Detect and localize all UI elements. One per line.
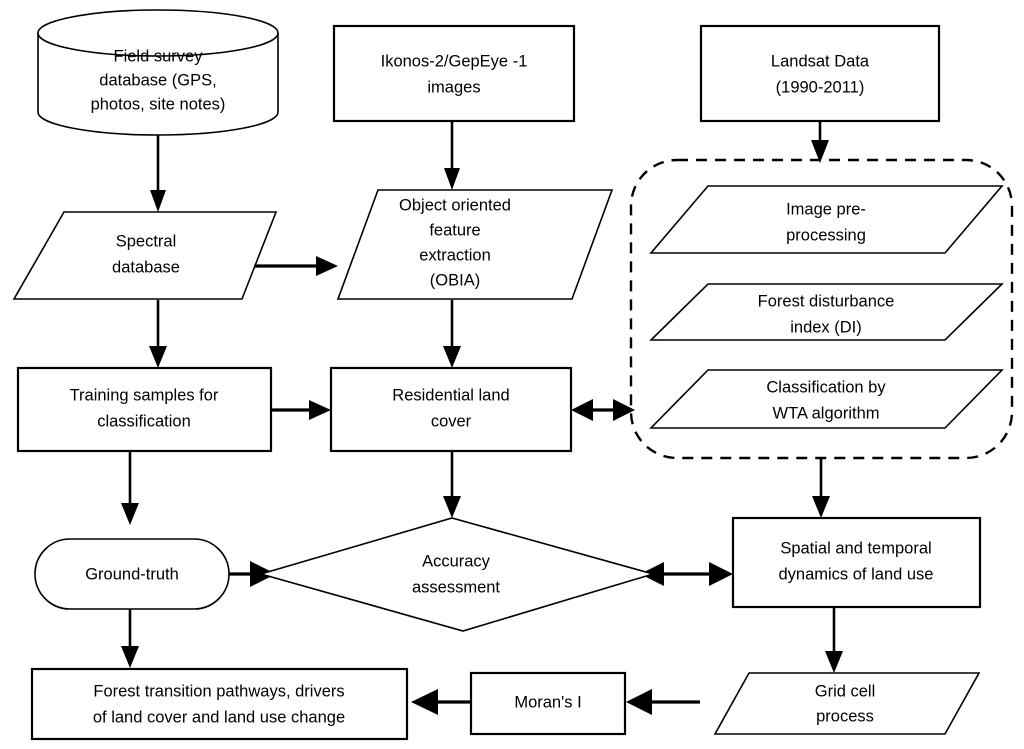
connector-processing-group-to-spatial-temporal-dynamics — [812, 458, 830, 518]
obia-parallelogram — [336, 189, 614, 300]
landsat-data-line-2: (1990-2011) — [776, 78, 865, 96]
connector-ikonos-to-obia — [444, 120, 460, 190]
connector-ground-truth-to-forest-transition-pathways — [121, 609, 139, 668]
node-landsat-data[interactable]: Landsat Data (1990-2011) — [699, 24, 941, 123]
image-preprocessing-line-1: Image pre- — [786, 200, 866, 218]
field-survey-database-line-3: photos, site notes) — [91, 95, 226, 113]
spectral-database-parallelogram — [12, 211, 278, 300]
training-samples-line-2: classification — [97, 412, 191, 430]
connector-spatial-temporal-dynamics-to-grid-cell-process — [825, 607, 843, 673]
landsat-data-box — [699, 24, 941, 123]
training-samples-box — [16, 366, 273, 453]
spectral-database-line-1: Spectral — [116, 232, 177, 250]
node-obia[interactable]: Object oriented feature extraction (OBIA… — [336, 189, 614, 300]
spatial-temporal-dynamics-line-2: dynamics of land use — [778, 565, 933, 583]
ikonos-images-box — [332, 24, 576, 123]
ikonos-images-line-2: images — [427, 78, 480, 96]
classification-wta-line-1: Classification by — [766, 378, 886, 396]
node-residential-land-cover[interactable]: Residential land cover — [329, 366, 573, 453]
field-survey-database-line-2: database (GPS, — [99, 71, 216, 89]
grid-cell-process-parallelogram — [713, 672, 981, 735]
ground-truth-label: Ground-truth — [85, 565, 179, 583]
connector-spectral-database-to-training-samples — [149, 300, 167, 368]
training-samples-line-1: Training samples for — [70, 386, 219, 404]
node-ground-truth[interactable]: Ground-truth — [34, 538, 230, 610]
node-accuracy-assessment[interactable]: Accuracy assessment — [258, 517, 656, 632]
forest-disturbance-index-line-1: Forest disturbance — [758, 292, 895, 310]
forest-transition-pathways-line-1: Forest transition pathways, drivers — [93, 682, 344, 700]
classification-wta-parallelogram — [649, 369, 1004, 429]
forest-disturbance-index-parallelogram — [649, 283, 1004, 341]
residential-land-cover-line-2: cover — [431, 412, 472, 430]
node-ikonos-images[interactable]: Ikonos-2/GepEye -1 images — [332, 24, 576, 123]
classification-wta-line-2: WTA algorithm — [773, 404, 880, 422]
node-forest-transition-pathways[interactable]: Forest transition pathways, drivers of l… — [30, 667, 409, 741]
connector-grid-cell-process-to-morans-i — [626, 689, 700, 715]
image-preprocessing-line-2: processing — [786, 226, 866, 244]
forest-transition-pathways-box — [30, 667, 409, 741]
connector-training-samples-to-ground-truth — [121, 450, 139, 525]
connector-field-survey-to-spectral-database — [150, 135, 166, 212]
node-field-survey-database[interactable]: Field survey database (GPS, photos, site… — [37, 9, 279, 136]
morans-i-label: Moran's I — [514, 693, 581, 711]
connector-training-samples-to-residential-land-cover — [271, 400, 331, 420]
residential-land-cover-box — [329, 366, 573, 453]
field-survey-database-cylinder-top — [37, 32, 279, 57]
node-classification-wta[interactable]: Classification by WTA algorithm — [649, 369, 1004, 429]
connector-residential-land-cover-to-processing-group — [571, 399, 635, 421]
accuracy-assessment-diamond — [258, 517, 656, 632]
residential-land-cover-line-1: Residential land — [392, 386, 509, 404]
connector-obia-to-residential-land-cover — [443, 300, 461, 368]
connector-landsat-to-processing-group — [811, 121, 829, 163]
forest-transition-pathways-line-2: of land cover and land use change — [93, 708, 345, 726]
grid-cell-process-line-2: process — [816, 707, 874, 725]
obia-line-3: extraction — [419, 246, 491, 264]
node-spatial-temporal-dynamics[interactable]: Spatial and temporal dynamics of land us… — [731, 516, 982, 609]
morans-i-box — [469, 671, 627, 736]
node-spectral-database[interactable]: Spectral database — [12, 211, 278, 300]
ikonos-images-line-1: Ikonos-2/GepEye -1 — [381, 52, 528, 70]
obia-line-1: Object oriented — [399, 196, 511, 214]
node-forest-disturbance-index[interactable]: Forest disturbance index (DI) — [649, 283, 1004, 341]
node-image-preprocessing[interactable]: Image pre- processing — [649, 185, 1004, 254]
image-preprocessing-parallelogram — [649, 185, 1004, 254]
node-morans-i[interactable]: Moran's I — [469, 671, 627, 736]
accuracy-assessment-line-2: assessment — [412, 578, 500, 596]
landsat-data-line-1: Landsat Data — [771, 52, 870, 70]
connectors-layer — [121, 120, 843, 715]
connector-morans-i-to-forest-transition-pathways — [411, 689, 470, 715]
field-survey-database-line-1: Field survey — [114, 47, 204, 65]
spatial-temporal-dynamics-box — [731, 516, 982, 609]
grid-cell-process-line-1: Grid cell — [815, 682, 876, 700]
spectral-database-line-2: database — [112, 258, 180, 276]
obia-line-4: (OBIA) — [430, 271, 480, 289]
node-grid-cell-process[interactable]: Grid cell process — [713, 672, 981, 735]
spatial-temporal-dynamics-line-1: Spatial and temporal — [780, 539, 931, 557]
node-training-samples[interactable]: Training samples for classification — [16, 366, 273, 453]
accuracy-assessment-line-1: Accuracy — [422, 552, 491, 570]
ground-truth-stadium — [34, 538, 230, 610]
obia-line-2: feature — [429, 221, 480, 239]
forest-disturbance-index-line-2: index (DI) — [790, 318, 862, 336]
connector-residential-land-cover-to-accuracy-assessment — [443, 450, 461, 518]
